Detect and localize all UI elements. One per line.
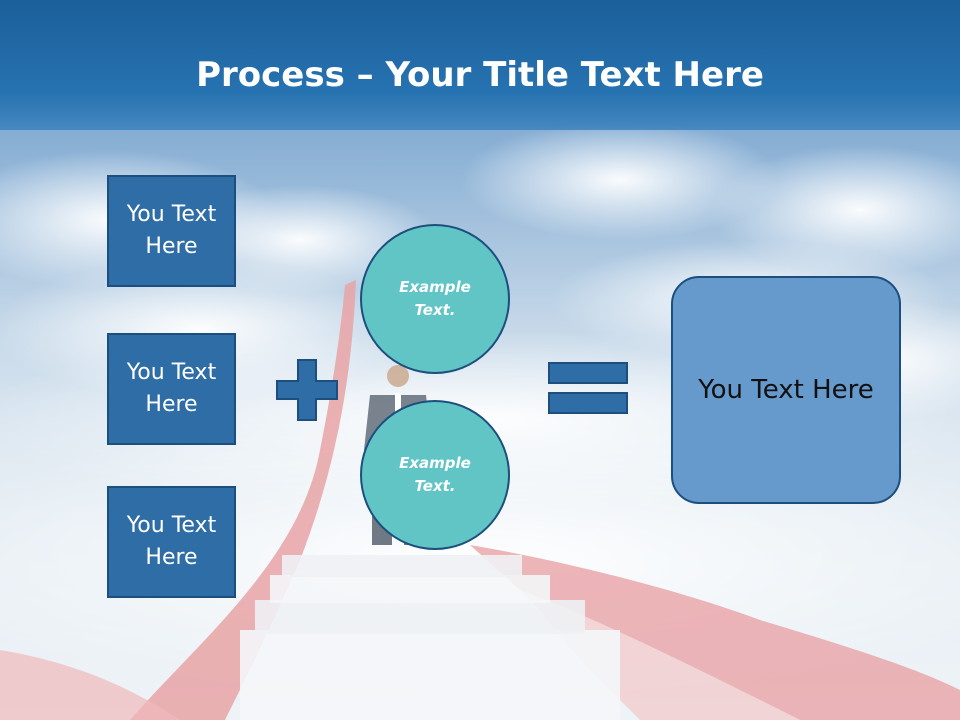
title-bold-part: Process bbox=[196, 55, 345, 95]
example-circle-2[interactable]: Example Text. bbox=[360, 400, 510, 550]
text-box-3-label: You Text Here bbox=[126, 513, 217, 570]
example-circle-2-label: Example Text. bbox=[399, 454, 471, 495]
text-box-1[interactable]: You Text Here bbox=[107, 175, 236, 287]
example-circle-1[interactable]: Example Text. bbox=[360, 224, 510, 374]
text-box-2-label: You Text Here bbox=[126, 360, 217, 417]
title-rest: – Your Title Text Here bbox=[344, 55, 764, 95]
example-circle-1-label: Example Text. bbox=[399, 278, 471, 319]
equals-icon bbox=[548, 362, 628, 414]
slide-title: Process – Your Title Text Here bbox=[0, 50, 960, 100]
red-staircase bbox=[0, 280, 960, 720]
plus-icon bbox=[276, 359, 338, 421]
text-box-1-label: You Text Here bbox=[126, 202, 217, 259]
text-box-3[interactable]: You Text Here bbox=[107, 486, 236, 598]
text-box-2[interactable]: You Text Here bbox=[107, 333, 236, 445]
title-bar bbox=[0, 0, 960, 130]
result-box-label: You Text Here bbox=[698, 375, 874, 405]
result-box[interactable]: You Text Here bbox=[671, 276, 901, 504]
